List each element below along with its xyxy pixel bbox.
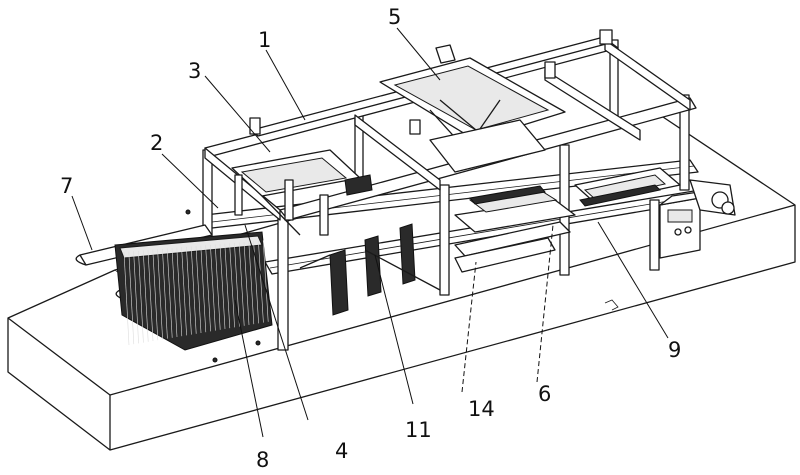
callout-7: 7 bbox=[60, 174, 73, 198]
callout-3: 3 bbox=[188, 59, 201, 83]
callout-2: 2 bbox=[150, 131, 163, 155]
callout-6: 6 bbox=[538, 382, 551, 406]
callout-8: 8 bbox=[256, 448, 269, 472]
callout-4: 4 bbox=[335, 439, 348, 463]
callout-11: 11 bbox=[405, 418, 432, 442]
callout-14: 14 bbox=[468, 397, 495, 421]
callout-1: 1 bbox=[258, 28, 271, 52]
callout-9: 9 bbox=[668, 338, 681, 362]
callout-5: 5 bbox=[388, 5, 401, 29]
